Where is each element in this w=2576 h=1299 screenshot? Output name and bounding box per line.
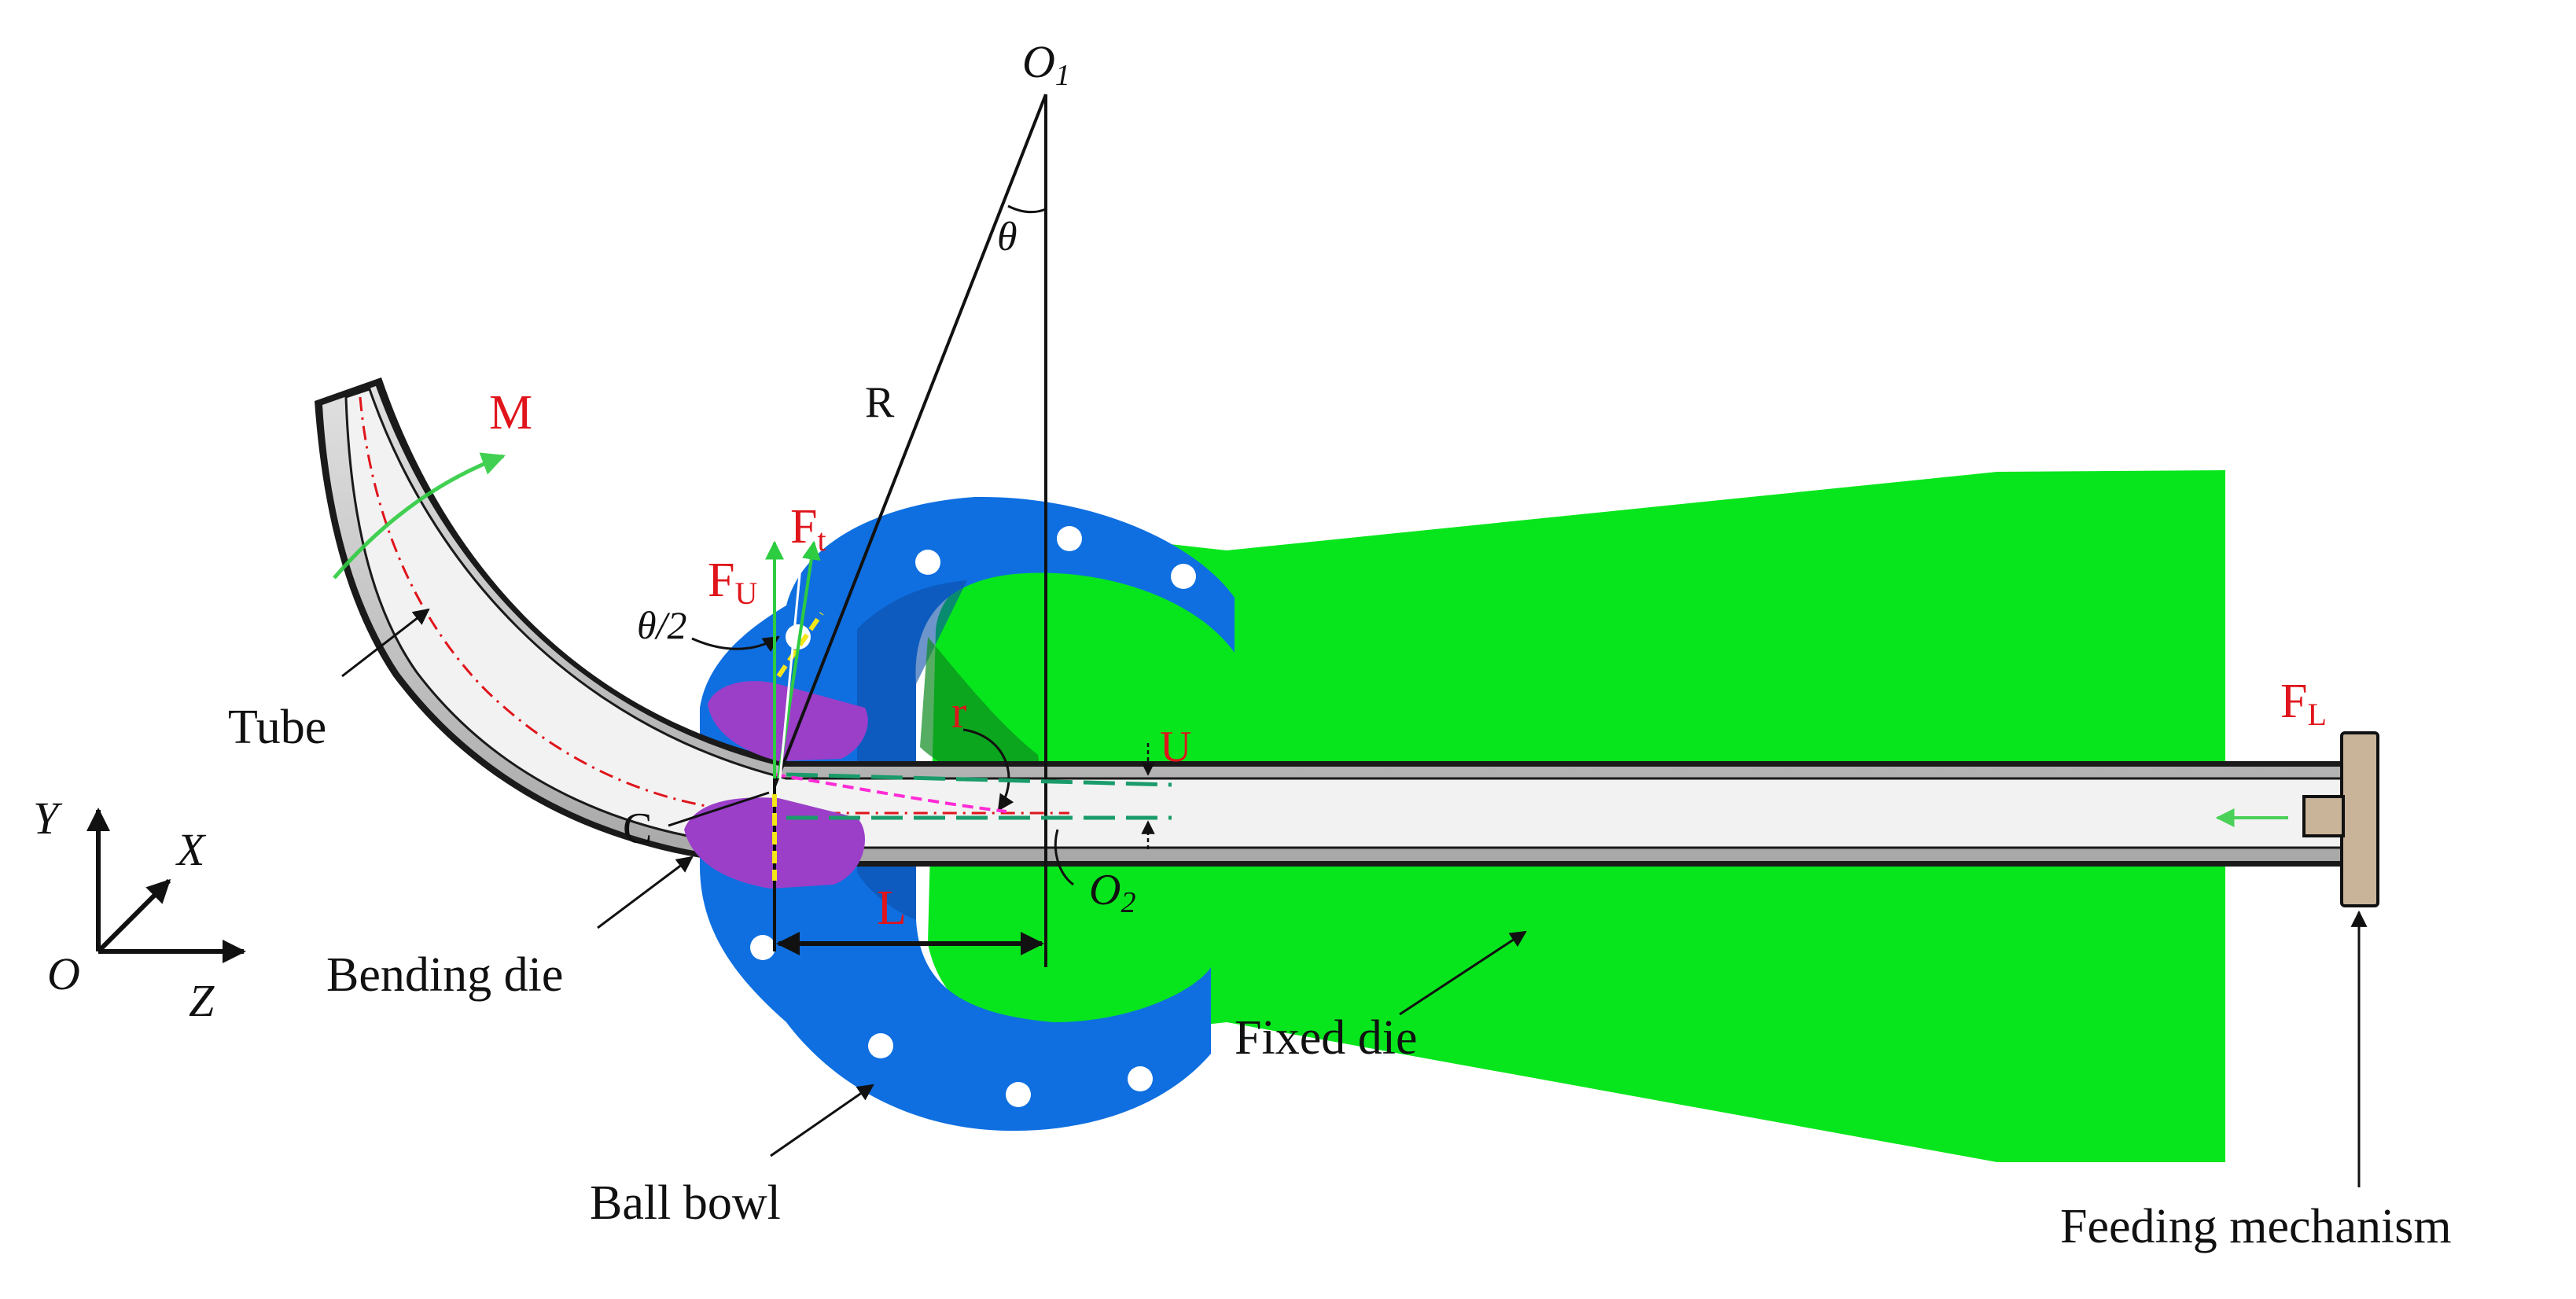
label-l: L	[877, 881, 907, 935]
label-tube: Tube	[228, 701, 326, 754]
bending-die-leader	[597, 856, 694, 929]
label-axis-y: Y	[33, 793, 63, 844]
c-leader	[668, 791, 770, 827]
leader-arrows	[341, 608, 2368, 1187]
theta-arc	[1007, 204, 1047, 214]
label-fl: FL	[2280, 675, 2327, 732]
label-fixed-die: Fixed die	[1235, 1011, 1417, 1065]
tube-leader	[341, 608, 430, 678]
label-r-big: R	[865, 378, 895, 427]
m-arrow	[333, 452, 506, 580]
label-axis-o: O	[47, 948, 80, 999]
label-axis-z: Z	[189, 975, 215, 1026]
labels: O1 θ R M Ft FU θ/2 r U FL C L O2 Tube Be…	[33, 36, 2452, 1253]
fixed-die-leader	[1399, 930, 1527, 1016]
label-bending-die: Bending die	[326, 948, 563, 1002]
feeding-mechanism	[2302, 731, 2379, 907]
o2-leader	[1054, 829, 1074, 886]
label-r-small: r	[951, 686, 966, 738]
label-o2: O2	[1089, 866, 1135, 919]
label-theta: θ	[997, 215, 1018, 259]
die-throat-cone	[920, 637, 1042, 786]
label-fu: FU	[708, 554, 757, 611]
ball-bowl-leader	[770, 1084, 874, 1157]
r-arc-arrow	[962, 728, 1014, 811]
label-c: C	[623, 804, 652, 853]
label-o1: O1	[1022, 36, 1070, 92]
tube-centerline	[359, 396, 1069, 815]
label-axis-x: X	[175, 824, 207, 875]
label-theta-half: θ/2	[637, 603, 686, 647]
radius-line	[773, 94, 1047, 787]
force-arrows	[333, 452, 2288, 827]
green-dashed-upper	[786, 772, 1172, 787]
label-ball-bowl: Ball bowl	[590, 1176, 781, 1230]
xyz-coordinate-axes-icon	[86, 808, 246, 963]
theta-half-arc	[691, 635, 780, 653]
label-feeding-mechanism: Feeding mechanism	[2060, 1200, 2452, 1253]
ball-bowl-ring	[700, 496, 1235, 1132]
label-u: U	[1160, 723, 1191, 771]
label-ft: Ft	[790, 500, 826, 558]
ft-arrow-white	[778, 550, 804, 779]
geometry-lines	[668, 94, 1074, 967]
label-m: M	[489, 386, 532, 440]
